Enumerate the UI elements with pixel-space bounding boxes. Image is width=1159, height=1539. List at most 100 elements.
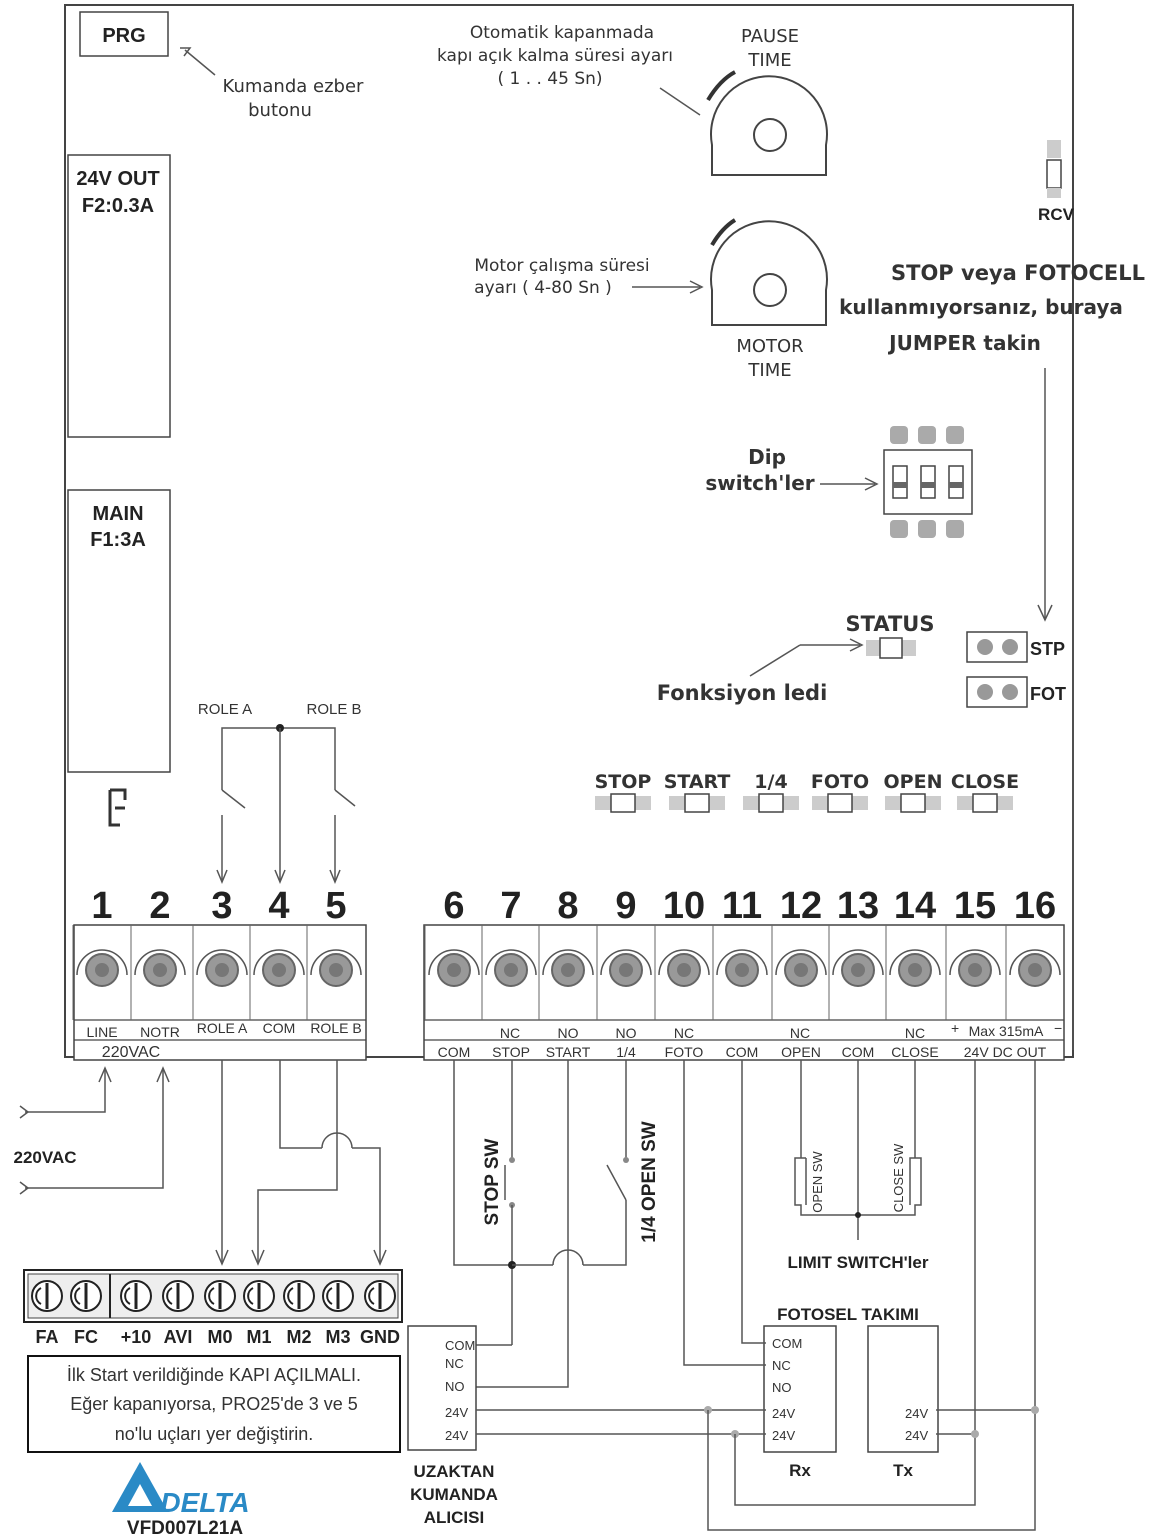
terminal-number-9: 9 <box>615 885 636 927</box>
warning-line-2: Eğer kapanıyorsa, PRO25'de 3 ve 5 <box>70 1394 358 1414</box>
inverter-label-2: +10 <box>121 1327 152 1347</box>
motor-knob-label-1: MOTOR <box>736 336 803 357</box>
label-open: OPEN <box>781 1044 821 1060</box>
warning-line-1: İlk Start verildiğinde KAPI AÇILMALI. <box>67 1365 361 1385</box>
label-no9: NO <box>616 1025 637 1041</box>
dip-note-2: switch'ler <box>705 471 814 495</box>
led-indicator-0 <box>610 793 636 813</box>
inverter-label-7: M3 <box>325 1327 350 1347</box>
terminal-number-5: 5 <box>325 885 346 927</box>
pause-knob-label-1: PAUSE <box>741 26 799 47</box>
delta-brand: DELTA <box>160 1487 249 1518</box>
terminal-number-10: 10 <box>663 885 705 927</box>
status-label: STATUS <box>846 612 935 636</box>
led-indicator-4 <box>900 793 926 813</box>
led-label-5: CLOSE <box>951 771 1019 793</box>
motor-note-2: ayarı ( 4-80 Sn ) <box>474 278 612 298</box>
receiver-title-1: UZAKTAN <box>414 1462 495 1481</box>
jumper-note-1: STOP veya FOTOCELL <box>891 261 1145 285</box>
quarter-open-switch <box>606 1164 627 1201</box>
terminal-number-6: 6 <box>443 885 464 927</box>
terminal-number-8: 8 <box>557 885 578 927</box>
label-com11: COM <box>726 1044 759 1060</box>
fot-label: FOT <box>1030 684 1066 704</box>
pause-note-1: Otomatik kapanmada <box>470 23 654 43</box>
jumper-note-3: JUMPER takin <box>887 331 1041 355</box>
label-com13: COM <box>842 1044 875 1060</box>
stp-jumper[interactable] <box>966 631 1028 663</box>
fuse-main-label-2: F1:3A <box>90 529 146 551</box>
fuse-24v-label-2: F2:0.3A <box>82 195 154 217</box>
led-label-4: OPEN <box>884 771 943 793</box>
inverter-label-0: FA <box>35 1327 58 1347</box>
rx-pin-4: 24V <box>772 1428 795 1443</box>
prg-button[interactable] <box>79 11 169 57</box>
dip-note-1: Dip <box>748 445 786 469</box>
stop-sw-label: STOP SW <box>482 1138 503 1225</box>
led-indicator-5 <box>972 793 998 813</box>
fot-jumper[interactable] <box>966 676 1028 708</box>
label-nc7: NC <box>500 1025 520 1041</box>
warning-line-3: no'lu uçları yer değiştirin. <box>115 1424 314 1444</box>
label-nc14: NC <box>905 1025 925 1041</box>
limit-close-switch <box>858 1157 922 1216</box>
label-role-a: ROLE A <box>197 1020 248 1036</box>
pause-note-2: kapı açık kalma süresi ayarı <box>437 46 673 66</box>
inverter-label-8: GND <box>360 1327 400 1347</box>
warning-box <box>27 1355 401 1453</box>
inverter-label-4: M0 <box>207 1327 232 1347</box>
tx-pin-1: 24V <box>905 1428 928 1443</box>
label-start: START <box>546 1044 591 1060</box>
led-indicator-1 <box>684 793 710 813</box>
label-role-b: ROLE B <box>310 1020 361 1036</box>
terminal-number-1: 1 <box>91 885 112 927</box>
receiver-title-2: KUMANDA <box>410 1485 498 1504</box>
limit-open-label: OPEN SW <box>810 1151 825 1213</box>
stp-label: STP <box>1030 639 1065 659</box>
inverter-label-1: FC <box>74 1327 98 1347</box>
relay-b-label: ROLE B <box>306 701 361 718</box>
receiver-pin-3: 24V <box>445 1405 468 1420</box>
limit-close-label: CLOSE SW <box>891 1143 906 1212</box>
label-220vac: 220VAC <box>102 1044 160 1061</box>
limit-open-switch <box>794 1157 858 1216</box>
rx-label: Rx <box>789 1461 811 1480</box>
label-stop: STOP <box>492 1044 530 1060</box>
terminal-number-16: 16 <box>1014 885 1056 927</box>
label-foto: FOTO <box>665 1044 704 1060</box>
open-sw-label: 1/4 OPEN SW <box>639 1121 660 1242</box>
pause-knob-label-2: TIME <box>747 50 791 71</box>
motor-note-1: Motor çalışma süresi <box>474 256 649 276</box>
rx-pin-3: 24V <box>772 1406 795 1421</box>
ground-symbol-icon <box>108 788 127 827</box>
status-led <box>879 637 903 659</box>
led-note: Fonksiyon ledi <box>657 681 828 705</box>
fuse-24v-label-1: 24V OUT <box>76 168 159 190</box>
rx-pin-0: COM <box>772 1336 802 1351</box>
fuse-main <box>67 489 171 773</box>
rcv-label: RCV <box>1038 205 1075 224</box>
dip-switch-block[interactable] <box>883 426 973 538</box>
pause-arrow <box>659 87 701 116</box>
tx-pin-0: 24V <box>905 1406 928 1421</box>
terminal-number-15: 15 <box>954 885 996 927</box>
led-indicator-2 <box>758 793 784 813</box>
led-label-0: STOP <box>595 771 652 793</box>
delta-logo <box>112 1462 168 1512</box>
mains-label: 220VAC <box>14 1148 77 1167</box>
terminal-number-11: 11 <box>722 885 762 927</box>
photocell-tx <box>867 1325 939 1453</box>
receiver-pin-0: COM <box>445 1338 475 1353</box>
label-dc-out: 24V DC OUT <box>964 1044 1047 1060</box>
jumper-note-2: kullanmıyorsanız, buraya <box>839 295 1123 319</box>
label-nc12: NC <box>790 1025 810 1041</box>
inverter-label-3: AVI <box>164 1327 193 1347</box>
led-label-3: FOTO <box>811 771 869 793</box>
label-line: LINE <box>86 1024 117 1040</box>
label-notr: NOTR <box>140 1024 180 1040</box>
fuse-main-label-1: MAIN <box>92 503 143 525</box>
label-com: COM <box>263 1020 296 1036</box>
terminal-number-14: 14 <box>894 885 936 927</box>
led-indicator-3 <box>827 793 853 813</box>
